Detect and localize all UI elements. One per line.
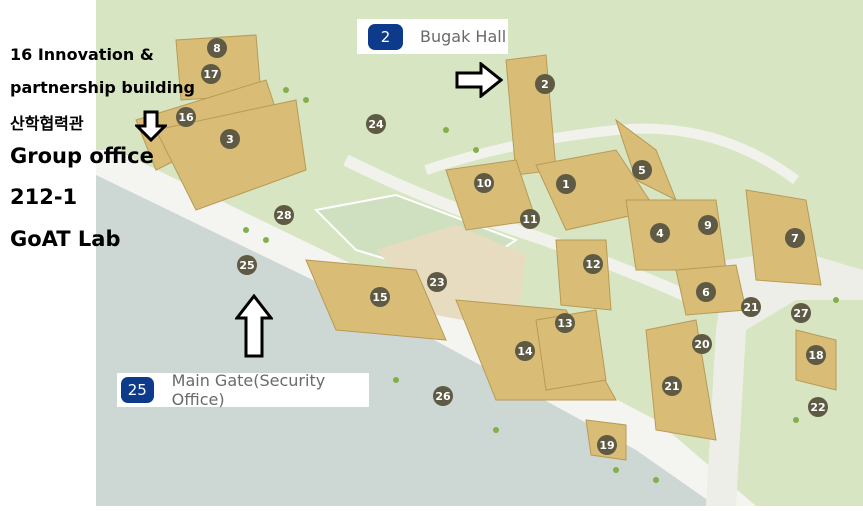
building-marker-13[interactable]: 13 bbox=[555, 313, 575, 333]
arrow-up-icon bbox=[235, 294, 273, 358]
building-marker-25[interactable]: 25 bbox=[237, 255, 257, 275]
building-marker-21[interactable]: 21 bbox=[741, 297, 761, 317]
building-name: Bugak Hall bbox=[420, 27, 507, 46]
note-building-korean: 산학협력관 bbox=[10, 114, 84, 133]
note-lab-name: GoAT Lab bbox=[10, 227, 121, 251]
building-marker-16[interactable]: 16 bbox=[176, 107, 196, 127]
building-marker-24[interactable]: 24 bbox=[366, 114, 386, 134]
building-marker-17[interactable]: 17 bbox=[201, 64, 221, 84]
building-marker-7[interactable]: 7 bbox=[785, 228, 805, 248]
arrow-right-icon bbox=[455, 62, 503, 98]
trees bbox=[243, 87, 839, 483]
building-marker-5[interactable]: 5 bbox=[632, 160, 652, 180]
building-marker-12[interactable]: 12 bbox=[583, 254, 603, 274]
callout-main-gate: 25 Main Gate(Security Office) bbox=[117, 371, 369, 409]
building-marker-3[interactable]: 3 bbox=[220, 129, 240, 149]
note-group-office: Group office bbox=[10, 144, 154, 168]
note-building-name: partnership building bbox=[10, 78, 195, 97]
building-marker-8[interactable]: 8 bbox=[207, 38, 227, 58]
building-marker-18[interactable]: 18 bbox=[806, 345, 826, 365]
building-marker-19[interactable]: 19 bbox=[597, 435, 617, 455]
building-name: Main Gate(Security Office) bbox=[171, 371, 326, 409]
note-building-name: 16 Innovation & bbox=[10, 45, 154, 64]
arrow-down-icon bbox=[135, 110, 167, 142]
note-room-number: 212-1 bbox=[10, 185, 78, 209]
building-marker-15[interactable]: 15 bbox=[370, 287, 390, 307]
building-marker-26[interactable]: 26 bbox=[433, 386, 453, 406]
building-marker-4[interactable]: 4 bbox=[650, 223, 670, 243]
building-marker-2[interactable]: 2 bbox=[535, 74, 555, 94]
building-marker-28[interactable]: 28 bbox=[274, 205, 294, 225]
building-marker-11[interactable]: 11 bbox=[520, 209, 540, 229]
building-number-badge: 25 bbox=[121, 377, 154, 403]
building-number-badge: 2 bbox=[368, 23, 403, 50]
building-marker-10[interactable]: 10 bbox=[474, 173, 494, 193]
callout-bugak-hall: 2 Bugak Hall bbox=[357, 19, 508, 54]
building-marker-22[interactable]: 22 bbox=[808, 397, 828, 417]
building-marker-21[interactable]: 21 bbox=[662, 376, 682, 396]
building-marker-20[interactable]: 20 bbox=[692, 334, 712, 354]
building-marker-1[interactable]: 1 bbox=[556, 174, 576, 194]
building-marker-9[interactable]: 9 bbox=[698, 215, 718, 235]
building-marker-14[interactable]: 14 bbox=[515, 341, 535, 361]
building-marker-23[interactable]: 23 bbox=[427, 272, 447, 292]
building-marker-6[interactable]: 6 bbox=[696, 282, 716, 302]
building-marker-27[interactable]: 27 bbox=[791, 303, 811, 323]
